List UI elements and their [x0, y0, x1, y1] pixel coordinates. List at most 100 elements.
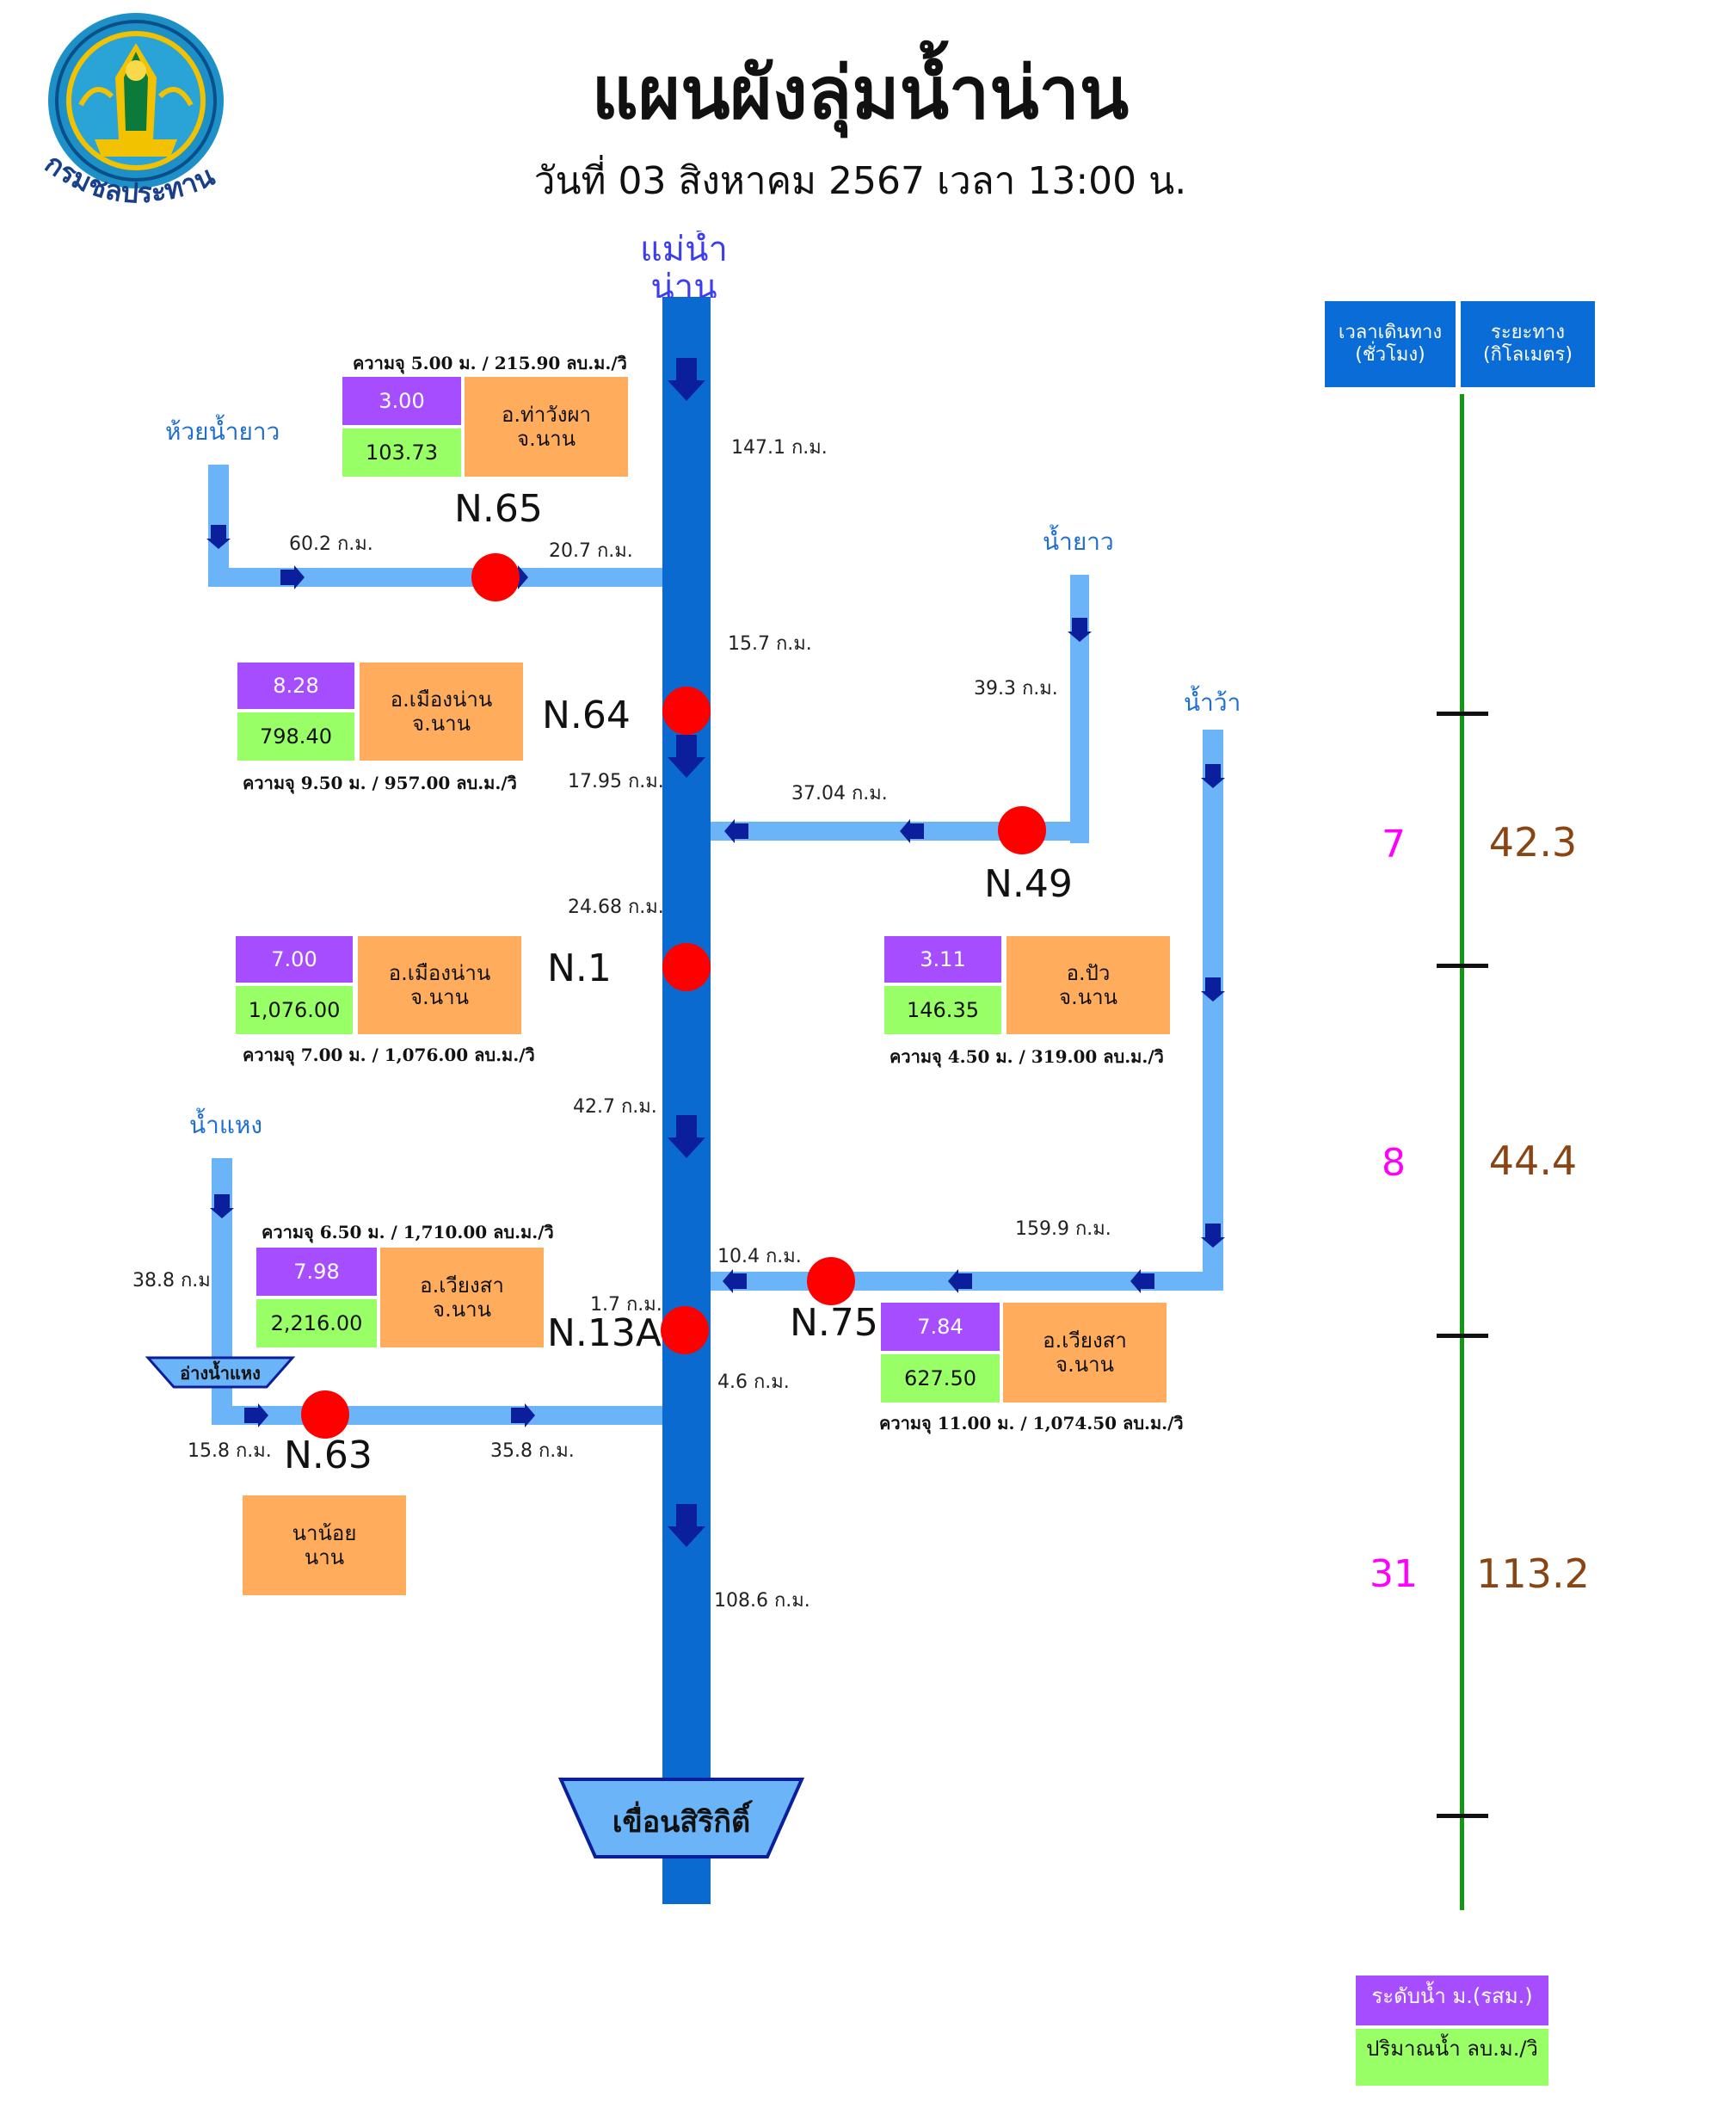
main-river-label: แม่น้ำน่าน	[640, 231, 728, 298]
station-flow-n75: 627.50	[881, 1354, 1000, 1402]
location-district: นาน้อย	[292, 1521, 357, 1545]
station-code-n13a: N.13A	[547, 1311, 662, 1355]
reservoir-nam-haeng	[145, 1356, 296, 1389]
station-code-n65: N.65	[454, 487, 543, 531]
location-province: จ.นาน	[1056, 1353, 1114, 1377]
station-capacity-n75: ความจุ 11.00 ม. / 1,074.50 ลบ.ม./วิ	[879, 1413, 1184, 1433]
distance-label: 15.8 ก.ม.	[188, 1440, 272, 1462]
station-code-n1: N.1	[547, 946, 612, 990]
distance-label: 35.8 ก.ม.	[490, 1440, 575, 1462]
location-province: นาน	[304, 1545, 345, 1569]
station-code-n75: N.75	[790, 1301, 878, 1345]
location-province: จ.นาน	[433, 1298, 491, 1322]
station-location-n13a: อ.เวียงสา จ.นาน	[380, 1248, 544, 1347]
station-n63-marker[interactable]	[301, 1390, 349, 1439]
station-location-n49: อ.ปัว จ.นาน	[1007, 936, 1170, 1034]
tributary-label-nam-haeng: น้ำแหง	[189, 1111, 263, 1139]
station-flow-n64: 798.40	[237, 712, 354, 761]
station-code-n49: N.49	[984, 862, 1073, 906]
segment-distance: 44.4	[1488, 1137, 1578, 1184]
station-code-n64: N.64	[542, 693, 631, 737]
distance-label: 24.68 ก.ม.	[568, 897, 664, 918]
location-district: อ.เวียงสา	[1043, 1328, 1127, 1353]
station-level-n1: 7.00	[236, 936, 353, 983]
station-code-n63: N.63	[284, 1433, 372, 1477]
page-subtitle: วันที่ 03 สิงหาคม 2567 เวลา 13:00 น.	[533, 159, 1187, 203]
station-n1-marker[interactable]	[662, 943, 711, 991]
distance-label: 60.2 ก.ม.	[289, 533, 373, 555]
distance-label: 15.7 ก.ม.	[728, 633, 812, 655]
station-location-n63: นาน้อย นาน	[243, 1495, 406, 1595]
main-river-channel	[662, 297, 711, 1904]
legend-water-level: ระดับน้ำ ม.(รสม.)	[1356, 1976, 1548, 2025]
station-location-n1: อ.เมืองน่าน จ.นาน	[358, 936, 521, 1034]
segment-hours: 7	[1382, 823, 1406, 866]
logo-text: กรมชลประทาน	[34, 147, 241, 228]
location-district: อ.เมืองน่าน	[390, 687, 493, 712]
distance-label: 147.1 ก.ม.	[731, 437, 828, 459]
station-n65-marker[interactable]	[471, 553, 520, 601]
location-district: อ.เมืองน่าน	[388, 961, 491, 985]
distance-label: 37.04 ก.ม.	[791, 783, 888, 804]
station-capacity-n65: ความจุ 5.00 ม. / 215.90 ลบ.ม./วิ	[353, 353, 627, 373]
station-location-n75: อ.เวียงสา จ.นาน	[1003, 1303, 1167, 1402]
station-flow-n49: 146.35	[884, 986, 1001, 1034]
seal-icon	[48, 13, 224, 188]
dam-label: เขื่อนสิริกิติ์	[612, 1805, 751, 1840]
distance-label: 42.7 ก.ม.	[573, 1096, 657, 1118]
distance-label: 159.9 ก.ม.	[1015, 1218, 1111, 1240]
station-level-n65: 3.00	[342, 377, 461, 425]
header-line: เวลาเดินทาง	[1338, 322, 1443, 343]
station-flow-n1: 1,076.00	[236, 986, 353, 1034]
tributary-label-huai-nam-yao: ห้วยน้ำยาว	[165, 417, 280, 446]
location-district: อ.เวียงสา	[420, 1273, 504, 1298]
distance-label: 17.95 ก.ม.	[568, 771, 664, 792]
station-n13a-marker[interactable]	[661, 1306, 709, 1354]
segment-distance: 113.2	[1476, 1550, 1590, 1597]
station-capacity-n64: ความจุ 9.50 ม. / 957.00 ลบ.ม./วิ	[243, 773, 517, 793]
segment-hours: 8	[1382, 1141, 1406, 1185]
station-capacity-n49: ความจุ 4.50 ม. / 319.00 ลบ.ม./วิ	[890, 1046, 1164, 1067]
header-line: (กิโลเมตร)	[1483, 344, 1573, 366]
travel-time-header: เวลาเดินทาง (ชั่วโมง)	[1325, 301, 1456, 387]
distance-label: 20.7 ก.ม.	[549, 540, 633, 562]
tributary-label-nam-wa: น้ำว้า	[1184, 688, 1241, 717]
distance-label: 1.7 ก.ม.	[590, 1294, 662, 1316]
location-province: จ.นาน	[412, 712, 471, 736]
station-n64-marker[interactable]	[662, 687, 711, 735]
location-district: อ.ท่าวังผา	[501, 403, 592, 427]
page-title: แผนผังลุ่มน้ำน่าน	[591, 51, 1130, 135]
tributary-label-nam-yao: น้ำยาว	[1043, 527, 1114, 556]
station-level-n64: 8.28	[237, 663, 354, 709]
legend-water-flow: ปริมาณน้ำ ลบ.ม./วิ	[1356, 2029, 1548, 2086]
station-level-n13a: 7.98	[256, 1248, 377, 1296]
location-province: จ.นาน	[1059, 985, 1117, 1009]
station-n75-marker[interactable]	[807, 1257, 855, 1305]
station-location-n64: อ.เมืองน่าน จ.นาน	[360, 663, 523, 761]
header-line: (ชั่วโมง)	[1355, 344, 1425, 366]
station-flow-n65: 103.73	[342, 428, 461, 477]
station-capacity-n1: ความจุ 7.00 ม. / 1,076.00 ลบ.ม./วิ	[243, 1045, 535, 1065]
location-province: จ.นาน	[517, 427, 576, 451]
location-district: อ.ปัว	[1066, 961, 1111, 985]
distance-label: 108.6 ก.ม.	[714, 1590, 810, 1612]
reservoir-label: อ่างน้ำแหง	[180, 1363, 261, 1384]
location-province: จ.นาน	[410, 985, 469, 1009]
distance-label: 4.6 ก.ม.	[717, 1372, 790, 1393]
distance-label: 38.8 ก.ม	[132, 1270, 211, 1291]
header-line: ระยะทาง	[1491, 322, 1565, 343]
station-level-n49: 3.11	[884, 936, 1001, 983]
distance-label: 10.4 ก.ม.	[717, 1246, 802, 1267]
travel-scale-line	[1460, 394, 1464, 1910]
station-n49-marker[interactable]	[998, 806, 1046, 854]
station-flow-n13a: 2,216.00	[256, 1299, 377, 1347]
segment-distance: 42.3	[1488, 819, 1578, 866]
sirikit-dam	[557, 1778, 805, 1859]
segment-hours: 31	[1370, 1552, 1418, 1596]
distance-label: 39.3 ก.ม.	[974, 678, 1058, 700]
department-logo	[43, 10, 241, 234]
distance-header: ระยะทาง (กิโลเมตร)	[1461, 301, 1595, 387]
station-capacity-n13a: ความจุ 6.50 ม. / 1,710.00 ลบ.ม./วิ	[262, 1222, 554, 1242]
station-location-n65: อ.ท่าวังผา จ.นาน	[465, 377, 628, 477]
